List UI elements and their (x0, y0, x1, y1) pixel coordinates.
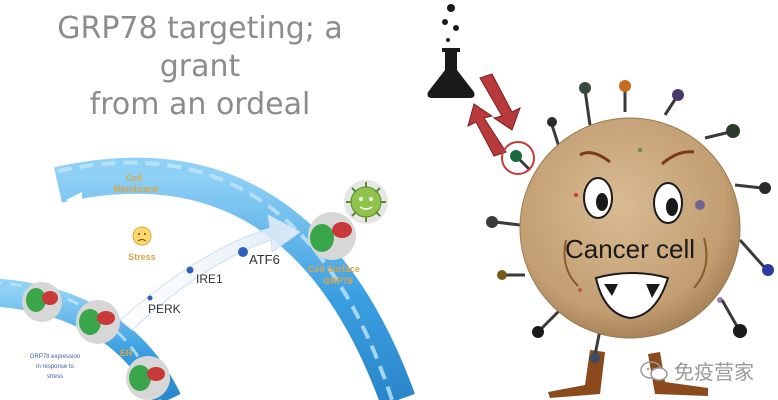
page-title: GRP78 targeting; a grant from an ordeal (20, 10, 380, 124)
stress-label: Stress (128, 252, 156, 262)
cancer-cell-label: Cancer cell (565, 234, 695, 264)
virus-icon (344, 180, 388, 224)
cell-membrane-label-1: Cell (126, 173, 143, 183)
grp78-protein-cluster (76, 300, 120, 344)
stress-face-icon (132, 226, 152, 246)
chat-bubble-icon (640, 360, 668, 381)
cell-membrane (54, 157, 415, 400)
red-arrow-up (467, 103, 507, 157)
cancer-cell (486, 80, 774, 398)
atf6-label: ATF6 (249, 252, 280, 267)
cell-membrane-label-2: Membrane (113, 184, 158, 194)
pathway-arrow (119, 214, 301, 331)
grp78-protein-cluster (22, 282, 62, 322)
grp78-protein-cluster (126, 356, 170, 400)
atf6-dot (238, 247, 248, 257)
perk-label: PERK (148, 302, 181, 316)
title-line-1: GRP78 targeting; a grant (57, 11, 343, 84)
cell-surface-label-1: Cell Surface (308, 264, 360, 274)
grp78-expression-label-3: stress (47, 374, 63, 380)
er-label: ER (120, 348, 133, 358)
cell-surface-label-2: GRP78 (323, 276, 353, 286)
ire1-label: IRE1 (196, 272, 223, 286)
flask-icon (427, 4, 475, 98)
watermark-text: 免疫营家 (674, 360, 754, 384)
title-line-2: from an ordeal (89, 87, 311, 122)
perk-dot (147, 295, 153, 301)
grp78-expression-label-1: GRP78 expression (30, 354, 80, 360)
ire1-dot (186, 266, 194, 274)
grp78-expression-label-2: in response to (36, 364, 74, 370)
membrane-arrow-icon (66, 192, 82, 208)
grp78-protein-cluster (308, 212, 356, 260)
watermark: 免疫营家 (640, 356, 754, 385)
red-arrow-down (479, 73, 521, 131)
